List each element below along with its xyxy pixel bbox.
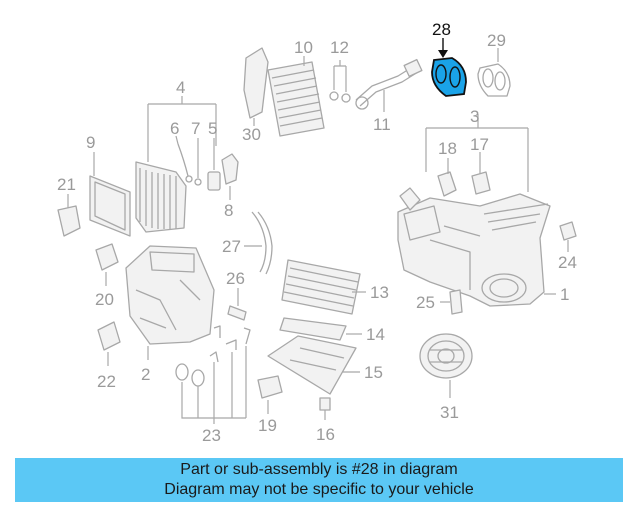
callout-10[interactable]: 10	[294, 38, 313, 57]
part-17-lever	[471, 171, 491, 195]
callout-14[interactable]: 14	[366, 325, 385, 344]
callout-8[interactable]: 8	[224, 201, 233, 220]
part-24-bolt	[559, 221, 577, 241]
callout-19[interactable]: 19	[258, 416, 277, 435]
callout-26[interactable]: 26	[226, 269, 245, 288]
part-22-bracket	[97, 321, 121, 351]
callout-9[interactable]: 9	[86, 133, 95, 152]
part-26-sensor	[227, 305, 247, 321]
part-14-seal	[279, 317, 347, 341]
callout-24[interactable]: 24	[558, 253, 577, 272]
part-15-tray	[267, 335, 357, 395]
callout-31[interactable]: 31	[440, 403, 459, 422]
caption-banner: Part or sub-assembly is #28 in diagram D…	[15, 458, 623, 502]
arrow-28	[438, 50, 448, 58]
part-7-clip	[194, 178, 202, 186]
part-21-clip	[57, 205, 81, 237]
part-evaporator	[135, 161, 187, 233]
part-30-bracket	[243, 47, 269, 119]
part-10-heater-core	[267, 61, 325, 137]
part-20-bracket	[95, 243, 119, 271]
part-28-gasket[interactable]	[431, 57, 467, 97]
part-18-lever	[437, 171, 457, 197]
part-12-orings	[329, 91, 351, 103]
callout-7[interactable]: 7	[191, 119, 200, 138]
callout-1[interactable]: 1	[560, 285, 569, 304]
part-8-actuator	[221, 153, 239, 185]
part-2-housing	[125, 245, 215, 345]
part-19-bracket	[257, 375, 283, 399]
callout-3[interactable]: 3	[470, 107, 479, 126]
part-25-resistor	[449, 289, 463, 315]
callout-29[interactable]: 29	[487, 31, 506, 50]
callout-12[interactable]: 12	[330, 38, 349, 57]
callout-11[interactable]: 11	[373, 115, 391, 134]
callout-18[interactable]: 18	[438, 139, 457, 158]
caption-line-2: Diagram may not be specific to your vehi…	[164, 481, 474, 498]
callout-23[interactable]: 23	[202, 426, 221, 445]
part-27-hose	[251, 211, 267, 273]
callout-4[interactable]: 4	[176, 78, 185, 97]
callout-13[interactable]: 13	[370, 283, 389, 302]
part-6-sensor	[177, 143, 189, 177]
part-5-resistor	[207, 171, 221, 191]
callout-6[interactable]: 6	[170, 119, 179, 138]
part-29-seal	[477, 63, 511, 97]
callout-28[interactable]: 28	[432, 20, 451, 39]
part-1-main-housing	[397, 187, 551, 307]
part-31-blower-motor	[419, 333, 473, 379]
callout-21[interactable]: 21	[57, 175, 76, 194]
part-13-cabin-filter	[281, 259, 361, 315]
part-9-filter-frame	[89, 175, 131, 237]
callout-20[interactable]: 20	[95, 290, 114, 309]
callout-17[interactable]: 17	[470, 135, 489, 154]
part-11-pipe	[355, 58, 423, 110]
callout-5[interactable]: 5	[208, 119, 217, 138]
callout-16[interactable]: 16	[316, 425, 335, 444]
callout-25[interactable]: 25	[416, 293, 435, 312]
callout-22[interactable]: 22	[97, 372, 116, 391]
callout-30[interactable]: 30	[242, 125, 261, 144]
callout-27[interactable]: 27	[222, 237, 241, 256]
part-16-screw	[319, 397, 331, 411]
callout-2[interactable]: 2	[141, 365, 150, 384]
callout-15[interactable]: 15	[364, 363, 383, 382]
caption-line-1: Part or sub-assembly is #28 in diagram	[180, 461, 458, 478]
